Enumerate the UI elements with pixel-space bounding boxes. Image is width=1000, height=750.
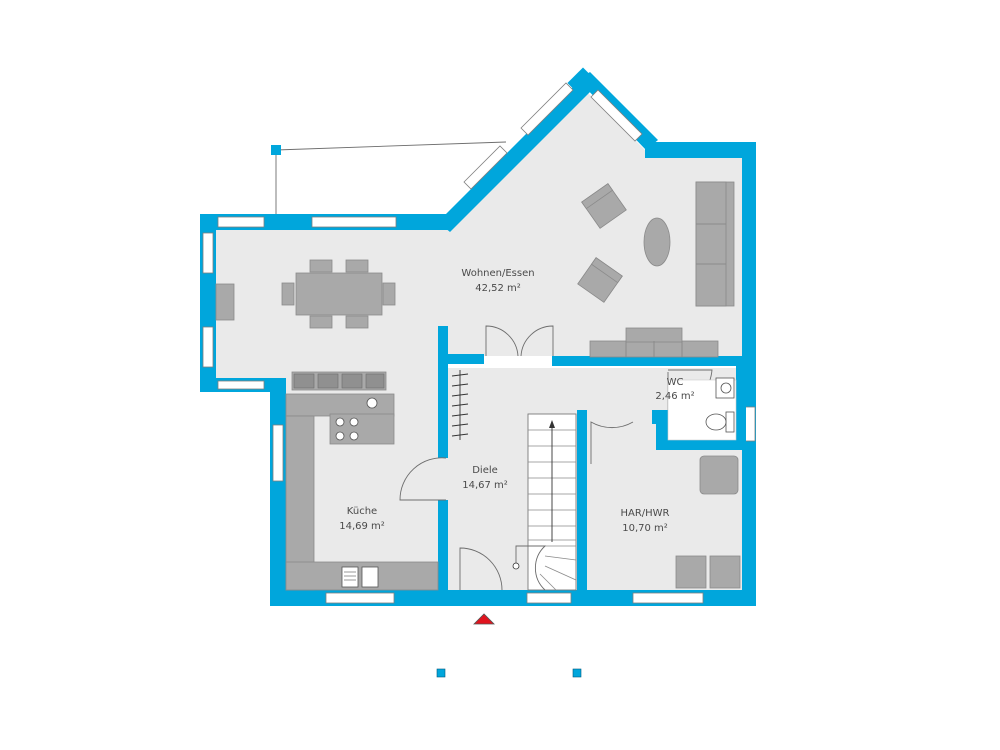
sideboard (215, 283, 235, 321)
washing-machine (675, 555, 707, 589)
washbasin (715, 377, 735, 399)
dining-table (281, 259, 396, 329)
section-marker (572, 668, 582, 678)
windows (202, 82, 756, 604)
section-marker (436, 668, 446, 678)
armchair (581, 183, 627, 229)
room-area: 2,46 m² (655, 391, 694, 402)
room-area: 14,69 m² (339, 521, 385, 532)
room-name: Diele (472, 465, 498, 476)
cooktop (335, 417, 359, 441)
interior-walls (438, 326, 746, 606)
coat-rack (451, 370, 469, 440)
room-name: Wohnen/Essen (461, 268, 534, 279)
dryer (709, 555, 741, 589)
staircase (512, 413, 577, 591)
kitchen-sink (341, 566, 379, 588)
kitchen-counter (285, 393, 439, 591)
sofa (695, 181, 735, 307)
terrace-outline (271, 141, 507, 215)
tv-cabinet (589, 327, 719, 358)
entrance-marker (473, 613, 495, 625)
room-area: 10,70 m² (622, 523, 668, 534)
room-name: HAR/HWR (620, 508, 669, 519)
coffee-table (643, 217, 671, 267)
toilet (705, 411, 735, 433)
kitchen-island (291, 371, 387, 391)
kitchen-sink-round (366, 397, 378, 409)
room-area: 42,52 m² (475, 283, 521, 294)
boiler (699, 455, 739, 495)
room-name: WC (667, 377, 684, 388)
armchair (577, 257, 623, 303)
room-area: 14,67 m² (462, 480, 508, 491)
room-name: Küche (347, 506, 377, 517)
